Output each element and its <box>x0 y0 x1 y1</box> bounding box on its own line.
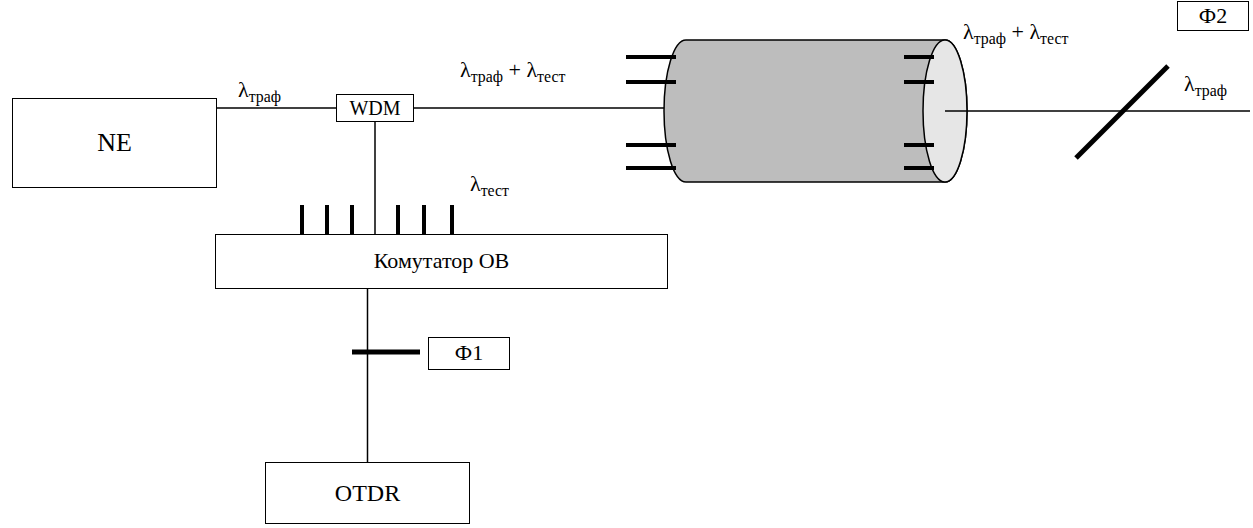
node-label: Ф1 <box>455 341 483 365</box>
node-label: Комутатор ОВ <box>374 249 510 273</box>
node-label: Ф2 <box>1199 4 1227 28</box>
signal-label: λтраф + λтест <box>460 58 565 85</box>
node-label: OTDR <box>335 480 400 506</box>
network-element-box: NE <box>12 98 217 188</box>
filter-symbol <box>352 350 420 355</box>
signal-label: λтест <box>470 172 509 199</box>
fibre-connector <box>217 107 336 109</box>
signal-label: λтраф <box>238 78 281 105</box>
cable-cylinder <box>664 40 967 182</box>
signal-label: λтраф <box>1184 72 1227 99</box>
switch-ports <box>302 205 452 234</box>
fibre-stubs <box>626 57 934 168</box>
otdr-box: OTDR <box>265 462 470 524</box>
wdm-box: WDM <box>336 94 414 122</box>
filter-callout: Ф1 <box>428 337 510 370</box>
fibre-line <box>945 110 1250 112</box>
fibre-connector <box>367 289 369 462</box>
filter-symbol <box>1076 66 1168 158</box>
fibre-line <box>414 107 686 109</box>
signal-label: λтраф + λтест <box>963 20 1068 47</box>
filter-callout: Ф2 <box>1177 1 1249 31</box>
fibre-connector <box>374 122 376 234</box>
switch-box: Комутатор ОВ <box>215 234 668 289</box>
node-label: NE <box>97 129 132 158</box>
node-label: WDM <box>349 97 400 119</box>
